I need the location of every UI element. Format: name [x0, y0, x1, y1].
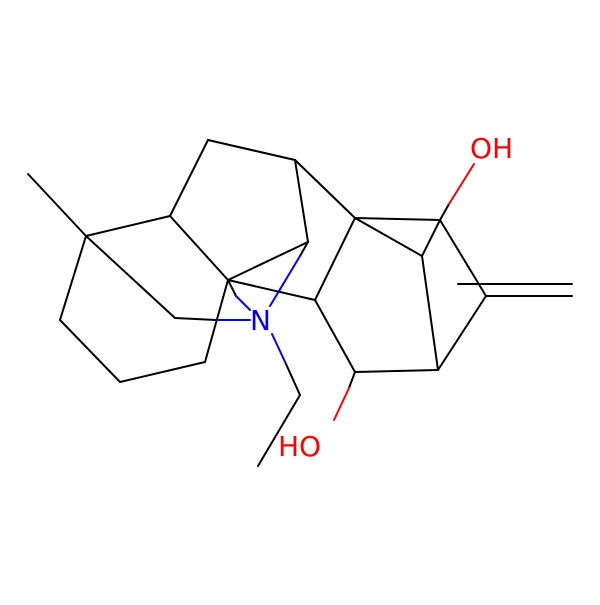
bond [421, 255, 439, 371]
o-bond [448, 163, 475, 205]
nitrogen-label: N [250, 304, 271, 337]
n-bond [271, 333, 287, 365]
skeleton-bonds [27, 139, 573, 467]
o-bond [333, 387, 350, 421]
bond [85, 235, 176, 319]
bond [227, 241, 309, 281]
bond [314, 217, 356, 301]
bond [27, 173, 87, 237]
bond [439, 203, 450, 221]
oh-top-label: OH [470, 132, 513, 165]
n-bond [235, 295, 251, 311]
bond [354, 217, 441, 221]
bond [421, 219, 441, 257]
ho-bottom-label: HO [278, 430, 321, 463]
bond [174, 317, 217, 321]
bond [85, 215, 171, 237]
bond [437, 295, 487, 371]
nitrogen-bonds [215, 255, 301, 365]
n-bond [269, 255, 301, 307]
bond [354, 369, 439, 373]
oxygen-bonds [333, 163, 475, 421]
bond [119, 361, 206, 383]
bond [257, 394, 301, 467]
bond [299, 241, 309, 257]
bond [294, 159, 356, 219]
bond [59, 319, 121, 383]
bond [207, 139, 296, 161]
bond [348, 371, 356, 389]
bond [294, 159, 309, 243]
bond [59, 235, 87, 321]
bond [227, 279, 316, 301]
ethyl-bonds [285, 363, 301, 396]
bond [354, 217, 423, 257]
bond [169, 215, 229, 281]
bond [285, 363, 301, 396]
bond [227, 279, 237, 297]
bond [314, 299, 356, 373]
bond [169, 139, 209, 217]
